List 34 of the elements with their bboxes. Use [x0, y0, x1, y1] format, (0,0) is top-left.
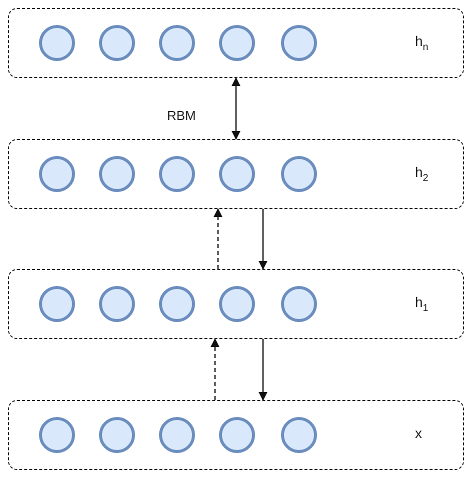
neuron-circle — [281, 417, 317, 453]
layer-band — [8, 8, 464, 78]
neuron-circle — [99, 286, 135, 322]
arrow — [231, 77, 241, 140]
neuron-circle — [219, 286, 255, 322]
neuron-circle — [99, 156, 135, 192]
neuron-circle — [39, 156, 75, 192]
arrow — [258, 339, 268, 401]
neuron-circle — [281, 286, 317, 322]
neuron-circle — [39, 25, 75, 61]
neuron-circle — [159, 156, 195, 192]
arrow — [213, 208, 223, 269]
layer-label: h$_{n}$ — [415, 33, 428, 53]
neuron-circle — [99, 417, 135, 453]
neuron-circle — [281, 25, 317, 61]
neuron-circle — [99, 25, 135, 61]
neuron-circle — [281, 156, 317, 192]
neuron-circle — [159, 286, 195, 322]
arrow — [210, 338, 220, 400]
layer-band — [8, 400, 464, 470]
neuron-circle — [219, 417, 255, 453]
neuron-circle — [39, 417, 75, 453]
layer-label: x — [415, 425, 422, 441]
layer-label: h$_{2}$ — [415, 164, 428, 184]
model-label: RBM — [167, 108, 196, 123]
neuron-circle — [219, 156, 255, 192]
neuron-circle — [219, 25, 255, 61]
neuron-circle — [159, 25, 195, 61]
layer-band — [8, 269, 464, 339]
layer-label: h$_{1}$ — [415, 294, 428, 314]
layer-band — [8, 139, 464, 209]
neuron-circle — [159, 417, 195, 453]
arrow — [258, 209, 268, 270]
neuron-circle — [39, 286, 75, 322]
